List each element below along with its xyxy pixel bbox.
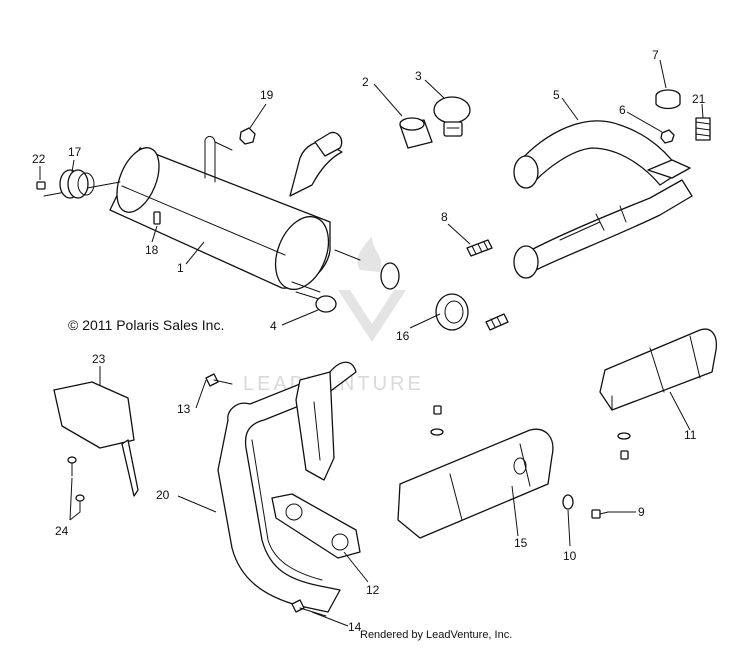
callout-15: 15 bbox=[514, 536, 528, 550]
heat-shield-right bbox=[599, 328, 718, 411]
exhaust-gasket bbox=[271, 493, 361, 559]
bolt-18 bbox=[153, 211, 161, 225]
callout-20: 20 bbox=[156, 488, 170, 502]
grommets bbox=[315, 262, 400, 313]
callout-5: 5 bbox=[553, 88, 560, 102]
callout-17: 17 bbox=[68, 145, 82, 159]
bolt-13 bbox=[205, 373, 233, 387]
copyright-text: © 2011 Polaris Sales Inc. bbox=[68, 317, 224, 333]
callout-22: 22 bbox=[32, 152, 46, 166]
exhaust-seal bbox=[59, 169, 95, 199]
washer-10 bbox=[562, 494, 574, 510]
spring-21 bbox=[695, 117, 711, 141]
callout-19: 19 bbox=[260, 88, 274, 102]
callout-2: 2 bbox=[362, 75, 369, 89]
spring-8 bbox=[466, 239, 493, 257]
callout-7: 7 bbox=[652, 48, 659, 62]
callout-8: 8 bbox=[441, 210, 448, 224]
callout-10: 10 bbox=[563, 549, 577, 563]
rendered-by-text: Rendered by LeadVenture, Inc. bbox=[360, 629, 512, 641]
head-pipe bbox=[513, 120, 693, 279]
ring-gasket bbox=[435, 293, 469, 331]
fasteners-24 bbox=[67, 456, 85, 513]
callout-14: 14 bbox=[348, 620, 362, 634]
knob bbox=[655, 89, 681, 110]
callout-21: 21 bbox=[692, 92, 706, 106]
clamp bbox=[433, 96, 471, 137]
callout-24: 24 bbox=[55, 524, 69, 538]
bracket-23 bbox=[53, 381, 139, 497]
callout-18: 18 bbox=[145, 243, 159, 257]
coupler-sleeve bbox=[399, 117, 433, 149]
callout-12: 12 bbox=[366, 583, 380, 597]
muffler bbox=[43, 131, 361, 301]
callouts: 1 2 3 4 5 6 7 8 9 10 11 12 13 14 16 15 1… bbox=[32, 48, 706, 634]
header-pipe bbox=[217, 361, 357, 613]
nut-19 bbox=[239, 127, 256, 145]
bolt-9 bbox=[591, 509, 609, 519]
fitting-22 bbox=[36, 181, 46, 190]
callout-16: 16 bbox=[396, 329, 410, 343]
leader-lines bbox=[39, 59, 704, 627]
callout-6: 6 bbox=[619, 103, 626, 117]
heat-shield-center bbox=[397, 428, 554, 539]
spring-center bbox=[485, 313, 509, 331]
callout-3: 3 bbox=[415, 69, 422, 83]
callout-1: 1 bbox=[177, 261, 184, 275]
callout-4: 4 bbox=[270, 319, 277, 333]
callout-11: 11 bbox=[684, 428, 697, 442]
callout-9: 9 bbox=[638, 505, 645, 519]
shield-hardware bbox=[430, 405, 631, 460]
callout-23: 23 bbox=[92, 352, 106, 366]
callout-13: 13 bbox=[177, 402, 191, 416]
nut-6 bbox=[660, 129, 675, 144]
